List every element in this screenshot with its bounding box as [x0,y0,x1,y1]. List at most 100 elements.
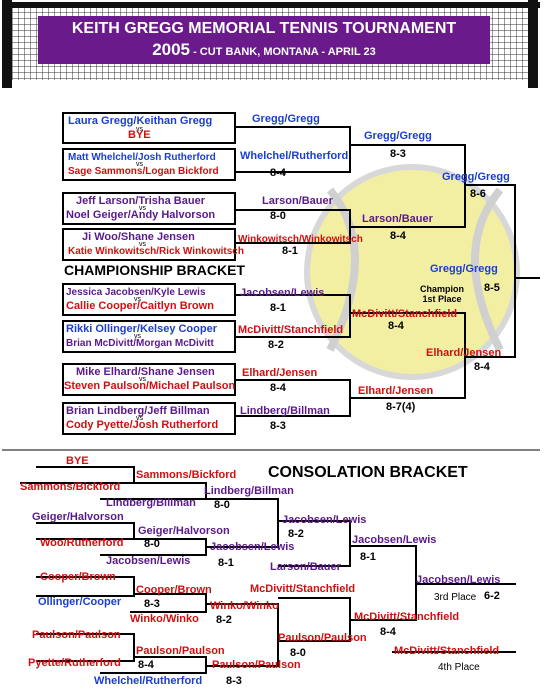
r2-winner: Larson/Bauer [262,195,333,207]
cons-r4-winner: Paulson/Paulson [278,632,367,644]
cons-r2-score: 8-4 [138,659,154,671]
cons-team: Cooper/Brown [40,571,116,583]
r4-score: 8-6 [470,188,486,200]
cons-team: Lindberg/Billman [106,497,196,509]
team-name: Matt Whelchel/Josh Rutherford [68,152,216,163]
r3-score: 8-7(4) [386,401,416,413]
consolation-bracket-label: CONSOLATION BRACKET [268,464,468,481]
r3-winner: Gregg/Gregg [364,130,432,142]
vs-label: vs [139,241,146,248]
cons-r3-winner: Jacobsen/Lewis [210,541,295,553]
cons-r3-score: 8-3 [226,675,242,687]
team-name: Jessica Jacobsen/Kyle Lewis [66,287,206,298]
cons-r4-score: 8-0 [290,647,306,659]
vs-label: vs [139,376,146,383]
cons-r3-winner: Lindberg/Billman [204,485,294,497]
cons-team: Woo/Rutherford [40,537,124,549]
r2-winner: Whelchel/Rutherford [240,150,349,162]
team-name: Cody Pyette/Josh Rutherford [66,419,219,431]
cons-team: Geiger/Halvorson [32,511,124,523]
team-name: Noel Geiger/Andy Halvorson [66,209,216,221]
match-box-5: Jessica Jacobsen/Kyle Lewis vs Callie Co… [62,283,236,316]
cons-r4-winner: Larson/Bauer [270,561,341,573]
r2-winner: Elhard/Jensen [242,367,318,379]
cons-r3-score: 8-0 [214,499,230,511]
champion-label-line2: 1st Place [422,294,462,304]
cons-r5-winner: McDivitt/Stanchfield [354,611,460,623]
r2-winner: Jacobsen/Lewis [240,287,325,299]
cons-r4-score: 8-2 [288,528,304,540]
team-name: Ji Woo/Shane Jensen [82,231,195,243]
r4-winner: Gregg/Gregg [442,171,510,183]
r3-winner: Elhard/Jensen [358,385,434,397]
champion-name: Gregg/Gregg [430,263,498,275]
vs-label: vs [139,205,146,212]
cons-team: Jacobsen/Lewis [106,555,191,567]
r2-winner: Gregg/Gregg [252,113,320,125]
cons-r2-winner: Paulson/Paulson [136,645,225,657]
team-name: Steven Paulson/Michael Paulson [64,380,236,392]
third-place-score: 6-2 [484,590,500,602]
r2-score: 8-0 [270,210,286,222]
fourth-place-label: 4th Place [438,662,480,673]
championship-bracket-label: CHAMPIONSHIP BRACKET [64,262,245,278]
cons-r2-winner: Cooper/Brown [136,584,212,596]
r2-score: 8-1 [270,302,286,314]
team-name: Rikki Ollinger/Kelsey Cooper [66,323,217,335]
team-name: Jeff Larson/Trisha Bauer [76,195,205,207]
r3-winner: McDivitt/Stanchfield [352,308,458,320]
r3-score: 8-4 [390,230,406,242]
team-name: Brian Lindberg/Jeff Billman [66,405,210,417]
match-box-2: Matt Whelchel/Josh Rutherford vs Sage Sa… [62,148,236,181]
third-place-label: 3rd Place [434,592,477,603]
location-date: - CUT BANK, MONTANA - APRIL 23 [190,46,376,58]
r2-score: 8-2 [268,339,284,351]
cons-r3-score: 8-2 [216,614,232,626]
match-box-8: Brian Lindberg/Jeff Billman vs Cody Pyet… [62,402,236,435]
r2-winner: Winkowitsch/Winkowitsch [238,234,363,245]
vs-label: vs [136,415,143,422]
cons-r5-score: 8-1 [360,551,376,563]
team-name: Callie Cooper/Caitlyn Brown [66,300,214,312]
team-name: Katie Winkowitsch/Rick Winkowitsch [68,246,244,257]
vs-label: vs [136,161,143,168]
cons-team: Winko/Winko [130,613,199,625]
team-name: Brian McDivitt/Morgan McDivitt [66,338,214,349]
third-place-winner: Jacobsen/Lewis [416,574,501,586]
vs-label: vs [134,296,141,303]
cons-r2-winner: Sammons/Bickford [136,469,237,481]
match-box-3: Jeff Larson/Trisha Bauer vs Noel Geiger/… [62,192,236,225]
team-name: Mike Elhard/Shane Jensen [76,366,215,378]
vs-label: vs [136,126,143,133]
r2-winner: McDivitt/Stanchfield [238,324,344,336]
cons-r5-winner: Jacobsen/Lewis [352,534,437,546]
r2-winner: Lindberg/Billman [240,405,330,417]
title-banner: KEITH GREGG MEMORIAL TENNIS TOURNAMENT 2… [38,16,490,64]
cons-r3-winner: Paulson/Paulson [212,659,301,671]
cons-team: Whelchel/Rutherford [94,675,203,687]
team-name: Sage Sammons/Logan Bickford [68,166,219,177]
cons-r4-winner: Jacobsen/Lewis [282,514,367,526]
tournament-subtitle: 2005 - CUT BANK, MONTANA - APRIL 23 [38,40,490,62]
cons-r5-score: 8-4 [380,626,396,638]
vs-label: vs [134,333,141,340]
r2-score: 8-4 [270,167,286,179]
cons-r2-score: 8-3 [144,598,160,610]
cons-r3-winner: Winko/Winko [210,600,279,612]
fourth-place-winner: McDivitt/Stanchfield [394,645,500,657]
team-name: Laura Gregg/Keithan Gregg [68,115,213,127]
r3-score: 8-4 [388,320,404,332]
r3-score: 8-3 [390,148,406,160]
cons-team: BYE [66,455,89,467]
champion-label: Champion 1st Place [420,284,464,304]
cons-team: Pyette/Rutherford [28,657,121,669]
cons-r2-score: 8-0 [144,538,160,550]
match-box-4: Ji Woo/Shane Jensen vs Katie Winkowitsch… [62,228,244,261]
tournament-title: KEITH GREGG MEMORIAL TENNIS TOURNAMENT [71,20,457,37]
r2-score: 8-1 [282,245,298,257]
match-box-1: Laura Gregg/Keithan Gregg vs BYE [62,112,236,144]
r2-score: 8-3 [270,420,286,432]
final-score: 8-5 [484,282,500,294]
cons-r4-winner: McDivitt/Stanchfield [250,583,356,595]
